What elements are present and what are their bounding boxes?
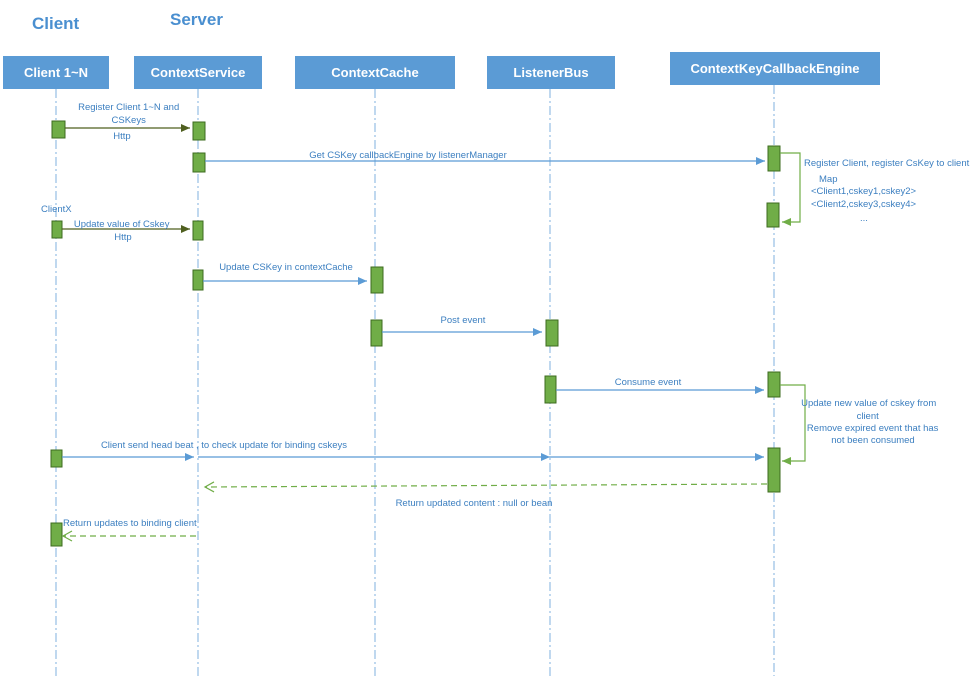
message-label: Post event [441,315,486,326]
message-consume-event: Consume event [556,377,764,394]
activation-client [50,449,63,468]
note-line: ... [860,213,868,224]
message-return-updates: Return updates to binding client [61,518,197,542]
message-label: Client send head beat , to check update … [101,440,347,451]
activation-bus [545,319,559,347]
note-line: <Client2,cskey3,cskey4> [811,199,917,210]
message-label-line: Http [113,131,130,142]
activation-client [51,120,66,139]
activation-cache [370,319,383,347]
message-get-engine: Get CSKey callbackEngine by listenerMana… [205,150,765,165]
participant-context-cache: ContextCache [295,56,455,89]
message-label-line: Register Client 1~N and [78,102,179,113]
note-line: Update new value of cskey from [801,398,936,409]
note-line: Register Client, register CsKey to clien… [804,158,970,169]
activations [50,120,781,547]
activation-engine [767,447,781,493]
message-label: Return updates to binding client [63,518,197,529]
message-heartbeat: Client send head beat , to check update … [62,440,764,461]
self-call-register-map: Register Client, register CsKey to clien… [780,152,972,226]
note-line: client [857,411,880,422]
activation-service [192,269,204,291]
activation-client [50,522,63,547]
note-update-remove: Update new value of cskey from client Re… [801,398,941,446]
message-label: Get CSKey callbackEngine by listenerMana… [309,150,507,161]
client-group-label: Client [32,14,80,33]
activation-client [51,220,63,239]
activation-engine [766,202,780,228]
message-label: Update value of Cskey Http [74,219,172,243]
participant-client: Client 1~N [3,56,109,89]
message-update-value: Update value of Cskey Http [62,219,190,243]
activation-service [192,152,206,173]
server-group-label: Server [170,10,223,29]
activation-engine [767,371,781,398]
note-line: not been consumed [831,435,914,446]
participant-label: Client 1~N [24,65,88,80]
participant-listener-bus: ListenerBus [487,56,615,89]
note-line: <Client1,cskey1,cskey2> [811,186,917,197]
activation-cache [370,266,384,294]
note-line: Map [819,174,837,185]
participant-callback-engine: ContextKeyCallbackEngine [670,52,880,85]
client-x-label: ClientX [41,204,72,215]
activation-bus [544,375,557,404]
note-line: Remove expired event that has [807,423,939,434]
message-register-client: Register Client 1~N and CSKeys Http [65,102,190,142]
participant-label: ContextKeyCallbackEngine [690,61,859,76]
message-return-content: Return updated content : null or bean [203,481,768,509]
activation-service [192,121,206,141]
self-call-update-remove: Update new value of cskey from client Re… [780,384,941,465]
message-label: Return updated content : null or bean [396,498,553,509]
note-register-map: Register Client, register CsKey to clien… [804,158,972,224]
participant-label: ContextService [151,65,246,80]
message-update-cache: Update CSKey in contextCache [203,262,367,285]
activation-engine [767,145,781,172]
message-label: Update CSKey in contextCache [219,262,353,273]
message-label: Consume event [615,377,682,388]
message-post-event: Post event [382,315,542,336]
message-label-line: Update value of Cskey [74,219,170,230]
message-label-line: Http [114,232,131,243]
activation-service [192,220,204,241]
participant-context-service: ContextService [134,56,262,89]
participant-label: ListenerBus [513,65,588,80]
message-label-line: CSKeys [112,115,147,126]
message-label: Register Client 1~N and CSKeys Http [78,102,182,142]
participant-label: ContextCache [331,65,418,80]
